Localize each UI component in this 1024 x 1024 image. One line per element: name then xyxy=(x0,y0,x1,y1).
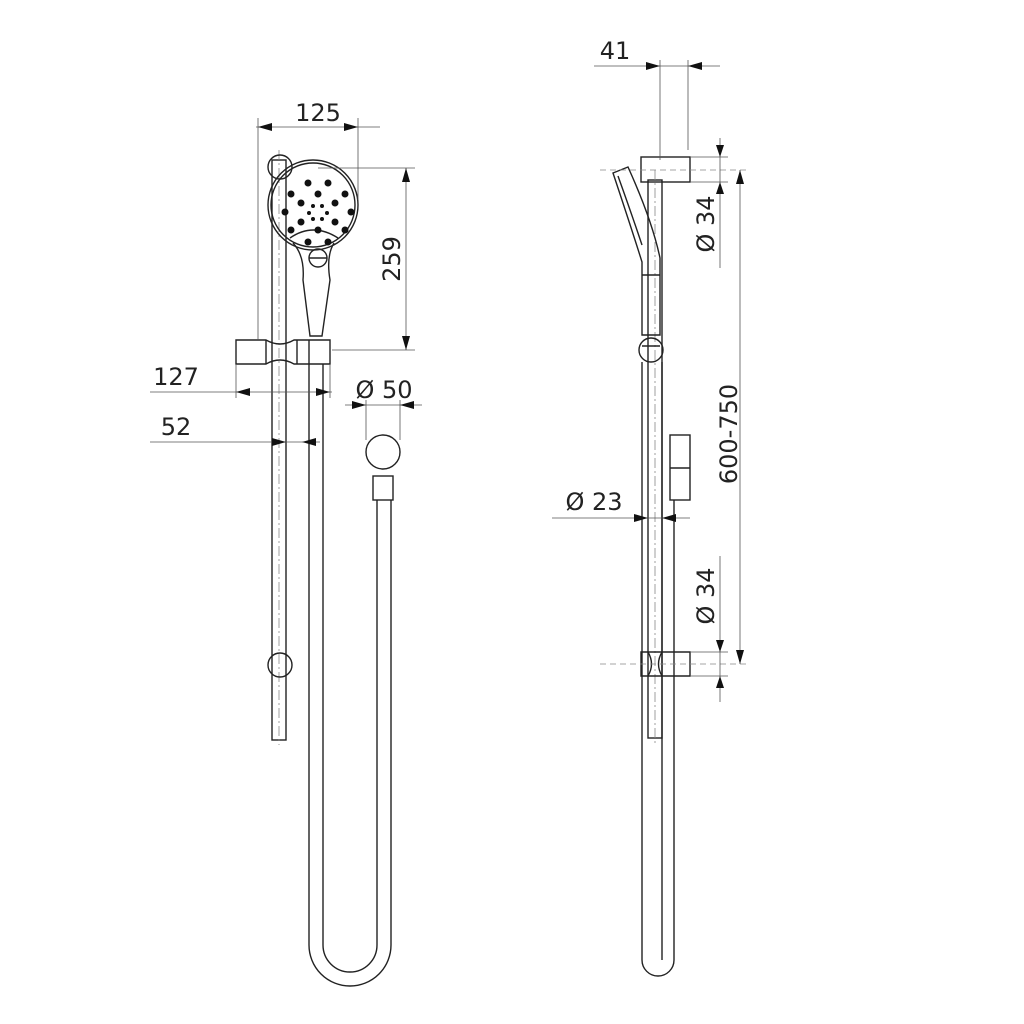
dimension-diameter-34-top: Ø 34 xyxy=(690,138,728,268)
svg-text:Ø 34: Ø 34 xyxy=(692,567,720,624)
hose xyxy=(308,340,401,987)
svg-text:125: 125 xyxy=(295,99,341,127)
spray-nozzles xyxy=(281,179,355,246)
svg-text:600-750: 600-750 xyxy=(715,384,743,484)
hose-side xyxy=(641,362,691,977)
dimension-125: 125 xyxy=(256,99,380,340)
dimension-52: 52 xyxy=(150,413,320,446)
dimension-259: 259 xyxy=(318,167,415,351)
front-view: 125 259 127 52 Ø 50 xyxy=(150,99,422,987)
svg-text:259: 259 xyxy=(378,236,406,282)
top-bracket xyxy=(640,156,691,183)
dimension-127: 127 xyxy=(150,363,332,398)
svg-text:Ø 34: Ø 34 xyxy=(692,195,720,252)
rail xyxy=(267,150,293,745)
svg-text:Ø 23: Ø 23 xyxy=(565,488,622,516)
svg-text:127: 127 xyxy=(153,363,199,391)
bottom-bracket xyxy=(267,652,293,678)
dimension-600-750: 600-750 xyxy=(715,170,744,664)
dimension-diameter-23: Ø 23 xyxy=(552,488,690,522)
dimension-diameter-50: Ø 50 xyxy=(345,376,422,440)
dimension-41: 41 xyxy=(594,37,720,160)
svg-text:Ø 50: Ø 50 xyxy=(355,376,412,404)
rail xyxy=(640,156,691,745)
svg-text:41: 41 xyxy=(600,37,631,65)
slider xyxy=(235,339,331,365)
side-view: 41 Ø 34 600-750 Ø 23 Ø 34 xyxy=(552,37,750,977)
dimension-diameter-34-bottom: Ø 34 xyxy=(690,556,728,702)
hand-shower xyxy=(267,159,359,337)
svg-text:52: 52 xyxy=(161,413,192,441)
hand-shower-side xyxy=(612,166,664,363)
